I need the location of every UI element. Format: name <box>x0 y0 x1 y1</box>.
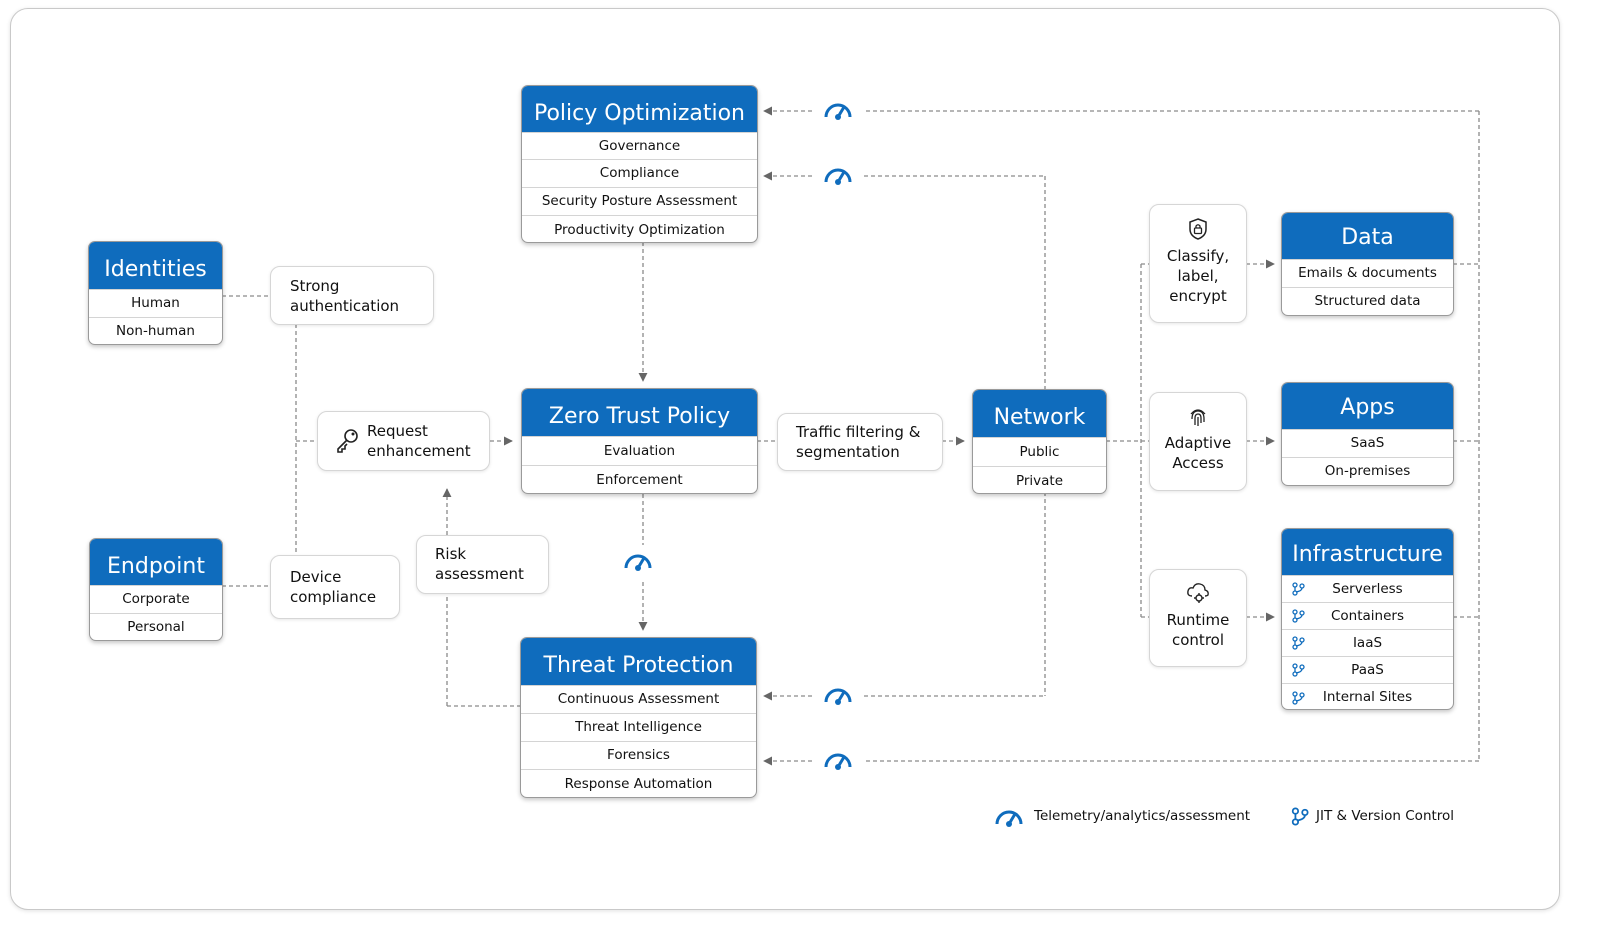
box-item: Threat Intelligence <box>521 713 756 741</box>
box-item: Personal <box>90 613 222 640</box>
box-item: Governance <box>522 132 757 159</box>
adaptive-access-label: Adaptive Access <box>1149 392 1247 491</box>
fingerprint-icon <box>1190 409 1206 426</box>
legend-jit-label: JIT & Version Control <box>1316 808 1455 824</box>
gauge-icon <box>624 554 652 571</box>
box-item: Compliance <box>522 159 757 187</box>
strong-authentication-label: Strong authentication <box>270 266 434 325</box>
gauge-icon <box>824 103 852 120</box>
shield-lock-icon <box>1189 218 1207 240</box>
label-text: Runtime control <box>1166 611 1230 649</box>
gauge-icon <box>824 688 852 705</box>
infra-item-label: IaaS <box>1352 635 1383 651</box>
endpoint-box: Endpoint Corporate Personal <box>89 538 223 641</box>
branch-icon <box>1292 582 1305 596</box>
gauge-icon <box>995 810 1023 827</box>
runtime-control-label: Runtime control <box>1149 569 1247 667</box>
label-text: Device compliance <box>290 568 377 606</box>
branch-icon <box>1292 636 1305 650</box>
cloud-gear-icon <box>1187 583 1209 603</box>
branch-icon <box>1292 690 1305 705</box>
infra-item-label: PaaS <box>1351 662 1384 678</box>
gauge-icon <box>824 168 852 185</box>
policy-optimization-box: Policy Optimization Governance Complianc… <box>521 85 758 243</box>
data-box: Data Emails & documents Structured data <box>1281 212 1454 316</box>
threat-protection-box: Threat Protection Continuous Assessment … <box>520 637 757 798</box>
box-item: Evaluation <box>522 436 757 465</box>
label-text: Adaptive Access <box>1164 434 1232 472</box>
network-box: Network Public Private <box>972 389 1107 494</box>
infra-item: IaaS <box>1282 629 1453 656</box>
label-text: Traffic filtering & segmentation <box>796 423 921 461</box>
key-icon <box>337 429 358 453</box>
infra-item-label: Serverless <box>1332 581 1403 597</box>
branch-icon <box>1292 663 1305 677</box>
box-title: Zero Trust Policy <box>522 389 757 436</box>
apps-box: Apps SaaS On-premises <box>1281 382 1454 486</box>
infra-item: PaaS <box>1282 656 1453 683</box>
infra-item: Serverless <box>1282 575 1453 602</box>
box-title: Network <box>973 390 1106 437</box>
box-item: Human <box>89 289 222 317</box>
gauge-icon <box>824 753 852 770</box>
label-text: Request enhancement <box>367 422 471 460</box>
infra-item: Containers <box>1282 602 1453 629</box>
box-item: SaaS <box>1282 429 1453 457</box>
box-item: Private <box>973 466 1106 493</box>
box-item: Response Automation <box>521 769 756 797</box>
branch-icon <box>1291 807 1309 826</box>
box-title: Threat Protection <box>521 638 756 685</box>
label-text: Risk assessment <box>435 545 524 583</box>
box-title: Apps <box>1282 383 1453 429</box>
box-title: Infrastructure <box>1282 529 1453 575</box>
infra-item-label: Internal Sites <box>1322 689 1413 705</box>
box-item: Corporate <box>90 585 222 613</box>
infrastructure-box: Infrastructure Serverless Containers Iaa… <box>1281 528 1454 710</box>
request-enhancement-label: Request enhancement <box>317 411 490 471</box>
infra-item-label: Containers <box>1330 608 1404 624</box>
label-text: Classify, label, encrypt <box>1166 247 1230 305</box>
box-item: On-premises <box>1282 457 1453 485</box>
box-item: Non-human <box>89 317 222 344</box>
box-item: Enforcement <box>522 465 757 493</box>
branch-icon <box>1292 609 1305 623</box>
box-title: Identities <box>89 242 222 289</box>
box-item: Structured data <box>1282 287 1453 315</box>
identities-box: Identities Human Non-human <box>88 241 223 345</box>
label-text: Strong authentication <box>290 277 400 315</box>
box-item: Emails & documents <box>1282 259 1453 287</box>
risk-assessment-label: Risk assessment <box>416 535 549 594</box>
zero-trust-policy-box: Zero Trust Policy Evaluation Enforcement <box>521 388 758 494</box>
box-item: Continuous Assessment <box>521 685 756 713</box>
box-item: Forensics <box>521 741 756 769</box>
box-title: Data <box>1282 213 1453 259</box>
box-item: Security Posture Assessment <box>522 187 757 215</box>
infra-item: Internal Sites <box>1282 683 1453 709</box>
box-title: Endpoint <box>90 539 222 585</box>
device-compliance-label: Device compliance <box>270 555 400 619</box>
legend-telemetry-label: Telemetry/analytics/assessment <box>1034 808 1251 824</box>
box-item: Productivity Optimization <box>522 215 757 242</box>
box-title: Policy Optimization <box>522 86 757 132</box>
classify-label: Classify, label, encrypt <box>1149 204 1247 323</box>
box-item: Public <box>973 437 1106 466</box>
traffic-filtering-label: Traffic filtering & segmentation <box>777 413 943 471</box>
